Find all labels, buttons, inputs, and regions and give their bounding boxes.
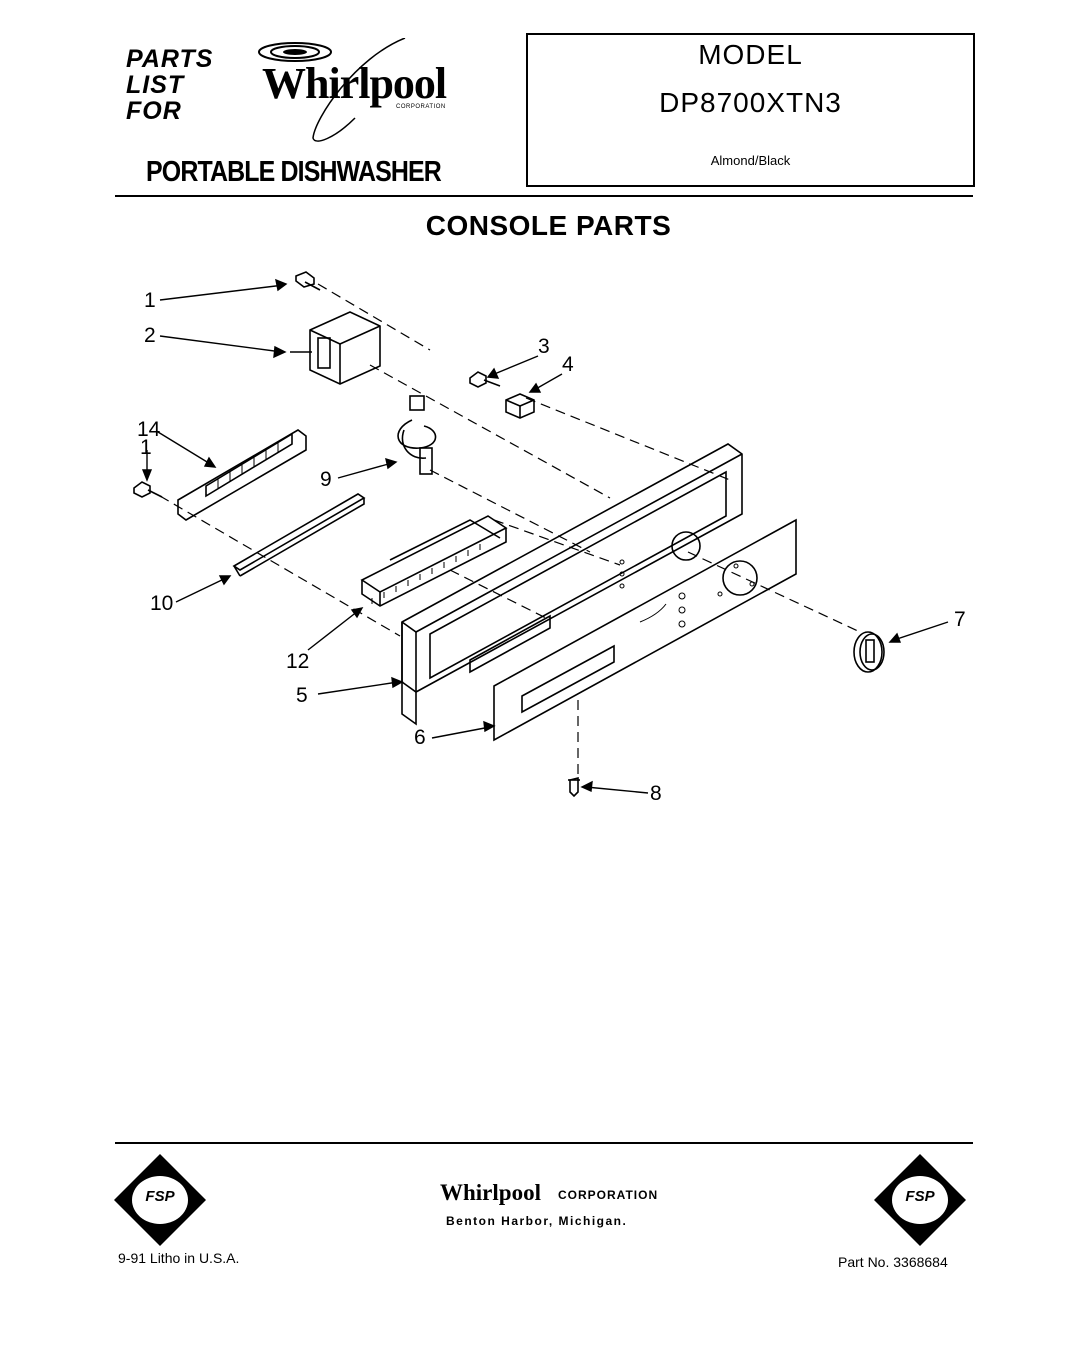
- footer-corporation: CORPORATION: [558, 1188, 659, 1202]
- part-number: Part No. 3368684: [838, 1254, 948, 1270]
- model-number: DP8700XTN3: [659, 87, 842, 118]
- fsp-seal-right-icon: [874, 1154, 966, 1246]
- parts-list-for: PARTS LIST FOR: [126, 46, 213, 124]
- switch-part-4: [505, 393, 535, 419]
- parts-word: PARTS: [126, 45, 214, 73]
- callout-9: 9: [320, 468, 332, 491]
- screw-part-1-left: [133, 481, 163, 498]
- model-box: MODEL DP8700XTN3 Almond/Black: [526, 33, 975, 187]
- callout-14: 14: [137, 418, 161, 441]
- brand-corporation: CORPORATION: [396, 104, 446, 110]
- product-title: PORTABLE DISHWASHER: [146, 156, 442, 188]
- circuit-board-part-12: [360, 515, 508, 607]
- callout-10: 10: [150, 592, 174, 615]
- screw-part-8: [568, 776, 580, 798]
- wire-harness-part-9: [397, 395, 437, 475]
- callout-8: 8: [650, 782, 662, 805]
- section-title: CONSOLE PARTS: [425, 210, 672, 241]
- callout-2: 2: [144, 324, 156, 347]
- callout-4: 4: [562, 353, 574, 376]
- brand-wordmark: Whirlpool: [262, 59, 447, 108]
- screw-part-1: [295, 271, 321, 291]
- console-housing-part-5: [401, 443, 743, 726]
- timer-part-2: [290, 311, 381, 385]
- callout-1-top: 1: [144, 289, 156, 312]
- light-bar-part-10: [232, 493, 366, 577]
- callout-3: 3: [538, 335, 550, 358]
- callout-6: 6: [414, 726, 426, 749]
- callout-12: 12: [286, 650, 310, 673]
- footer-divider: [115, 1142, 973, 1144]
- fsp-seal-left-text: FSP: [145, 1188, 175, 1205]
- alignment-lines: [159, 283, 861, 778]
- whirlpool-swirl-logo: [258, 38, 406, 142]
- screw-part-3: [469, 371, 501, 388]
- model-label: MODEL: [698, 39, 803, 70]
- footer-brand: Whirlpool: [440, 1180, 541, 1205]
- list-word: LIST: [126, 71, 185, 99]
- callout-5: 5: [296, 684, 308, 707]
- header-divider: [115, 195, 973, 197]
- fsp-seal-left-icon: [114, 1154, 206, 1246]
- fsp-seal-right-text: FSP: [905, 1188, 935, 1205]
- footer-address: Benton Harbor, Michigan.: [446, 1214, 628, 1228]
- model-color: Almond/Black: [710, 153, 791, 168]
- callout-7: 7: [954, 608, 966, 631]
- knob-part-7: [853, 631, 885, 673]
- indicator-strip-part-14: [177, 429, 307, 521]
- control-panel-part-6: [493, 518, 797, 742]
- for-word: FOR: [126, 97, 182, 125]
- callout-1-left: 1: [140, 436, 152, 459]
- litho-note: 9-91 Litho in U.S.A.: [118, 1250, 240, 1266]
